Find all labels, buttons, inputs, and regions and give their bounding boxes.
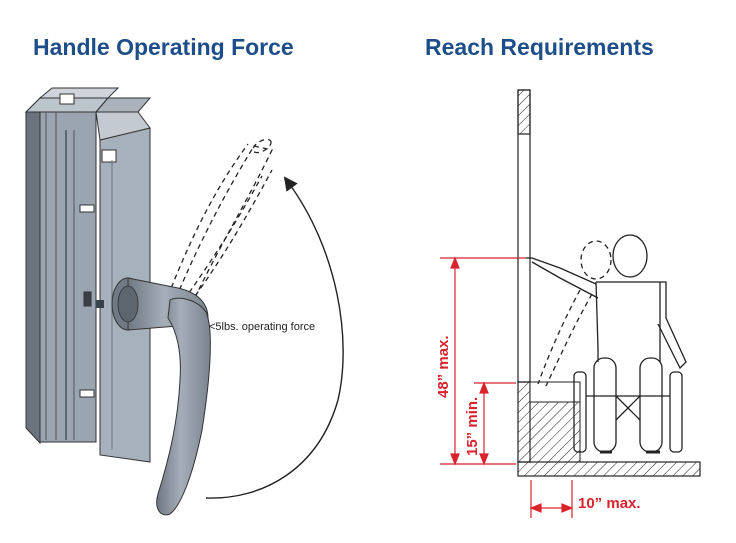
reach-requirements-title: Reach Requirements [425, 34, 654, 60]
handle-operating-force-title: Handle Operating Force [33, 34, 294, 60]
handle-motion-ghost-outline [167, 138, 273, 304]
rotation-arrow-arc [205, 176, 344, 499]
dimension-lines [440, 256, 574, 518]
min-height-label: 15” min. [464, 397, 481, 456]
window-handle [111, 277, 211, 516]
wheelchair-user-figure [526, 234, 687, 454]
max-depth-label: 10” max. [578, 495, 641, 512]
operating-force-label: <5lbs. operating force [209, 321, 315, 333]
wall-section [517, 89, 701, 477]
max-height-label: 48” max. [435, 335, 452, 398]
window-frame-profile [24, 87, 152, 463]
